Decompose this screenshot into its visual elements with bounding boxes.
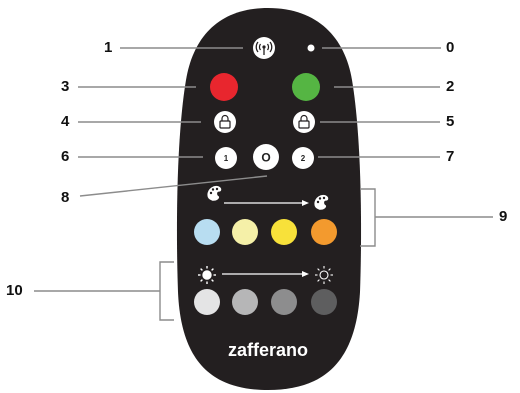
all-off-button[interactable]: O: [253, 144, 279, 170]
brightness-swatch-3[interactable]: [271, 289, 297, 315]
zone1-button[interactable]: 1: [215, 147, 237, 169]
callout-6: 6: [61, 148, 70, 165]
all-off-label: O: [261, 151, 270, 165]
color-temperature-swatch-1[interactable]: [194, 219, 220, 245]
sun-icon: [198, 266, 216, 284]
sun-outline-icon: [315, 266, 333, 284]
callout-4: 4: [61, 113, 70, 130]
zone2-button[interactable]: 2: [292, 147, 314, 169]
on-button-green[interactable]: [292, 73, 320, 101]
callout-8: 8: [61, 189, 70, 206]
brightness-swatch-4[interactable]: [311, 289, 337, 315]
callout-lines: [34, 47, 493, 321]
remote-body: [176, 8, 362, 390]
temperature-arrow: [224, 200, 309, 206]
callout-7: 7: [446, 148, 455, 165]
callout-2: 2: [446, 78, 455, 95]
callout-5: 5: [446, 113, 455, 130]
padlock-icon: [219, 114, 231, 129]
color-temperature-swatches: [194, 219, 337, 245]
signal-button[interactable]: [253, 37, 275, 59]
zone2-label: 2: [301, 154, 306, 163]
signal-antenna-icon: [255, 41, 273, 55]
callout-1: 1: [104, 39, 113, 56]
padlock-icon: [298, 114, 310, 129]
leader-line-8: [79, 175, 268, 197]
callout-9: 9: [499, 208, 508, 225]
lock-button-zone2[interactable]: [293, 111, 315, 133]
callout-10: 10: [6, 282, 23, 299]
indicator-led: [307, 44, 315, 52]
color-temperature-swatch-3[interactable]: [271, 219, 297, 245]
brightness-arrow: [222, 271, 309, 277]
brightness-swatches: [194, 289, 337, 315]
brightness-swatch-1[interactable]: [194, 289, 220, 315]
brightness-swatch-2[interactable]: [232, 289, 258, 315]
color-temperature-swatch-2[interactable]: [232, 219, 258, 245]
color-temperature-swatch-4[interactable]: [311, 219, 337, 245]
bracket-10: [34, 261, 174, 321]
brand-logo: zafferano: [228, 340, 308, 360]
off-button-red[interactable]: [210, 73, 238, 101]
callout-3: 3: [61, 78, 70, 95]
lock-button-zone1[interactable]: [214, 111, 236, 133]
bracket-9: [360, 188, 493, 247]
palette-icon: [206, 185, 223, 202]
palette-icon: [313, 194, 330, 211]
callout-0: 0: [446, 39, 455, 56]
zone1-label: 1: [224, 154, 229, 163]
